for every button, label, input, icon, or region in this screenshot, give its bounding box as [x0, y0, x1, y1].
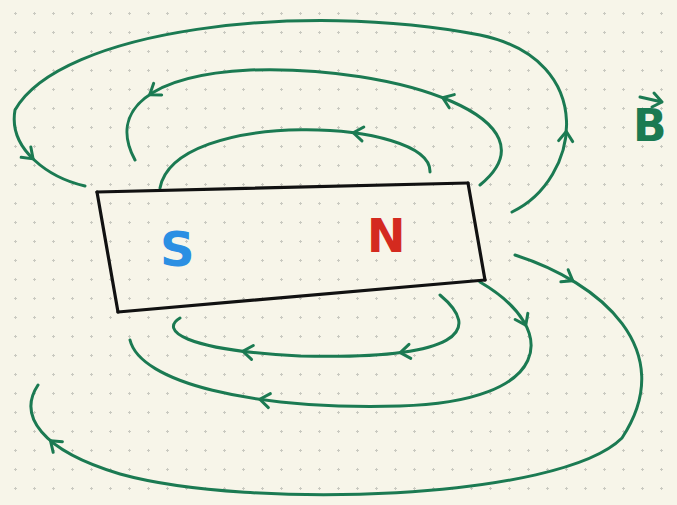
field-arrowhead: [353, 127, 364, 141]
magnet-outline: [92, 175, 488, 317]
magnet-edge: [468, 183, 485, 280]
field-line: [127, 70, 501, 185]
text-slot: N: [367, 213, 406, 259]
magnet-edge: [118, 280, 485, 312]
field-line: [14, 21, 566, 212]
field-arrowhead: [561, 270, 573, 282]
field-line: [130, 282, 531, 406]
field-arrowhead: [559, 131, 573, 141]
pole-label: N: [367, 209, 406, 263]
field-arrowhead: [400, 344, 411, 358]
field-arrowhead: [21, 147, 33, 159]
field-arrowhead: [260, 394, 271, 408]
pole-label: S: [160, 221, 195, 277]
magnet-edge: [97, 183, 468, 192]
field-arrowhead: [50, 441, 62, 453]
field-line: [31, 255, 642, 495]
field-arrowhead: [243, 345, 254, 359]
field-arrowhead: [515, 313, 528, 325]
field-line: [160, 130, 430, 188]
label-slot: B: [633, 104, 667, 148]
field-symbol: B: [633, 100, 667, 151]
magnet-edge: [97, 192, 118, 312]
field-arrowhead: [443, 95, 455, 108]
bar-magnet: SN: [92, 175, 488, 317]
field-arrowhead: [150, 83, 162, 95]
text-slot: S: [160, 225, 195, 273]
